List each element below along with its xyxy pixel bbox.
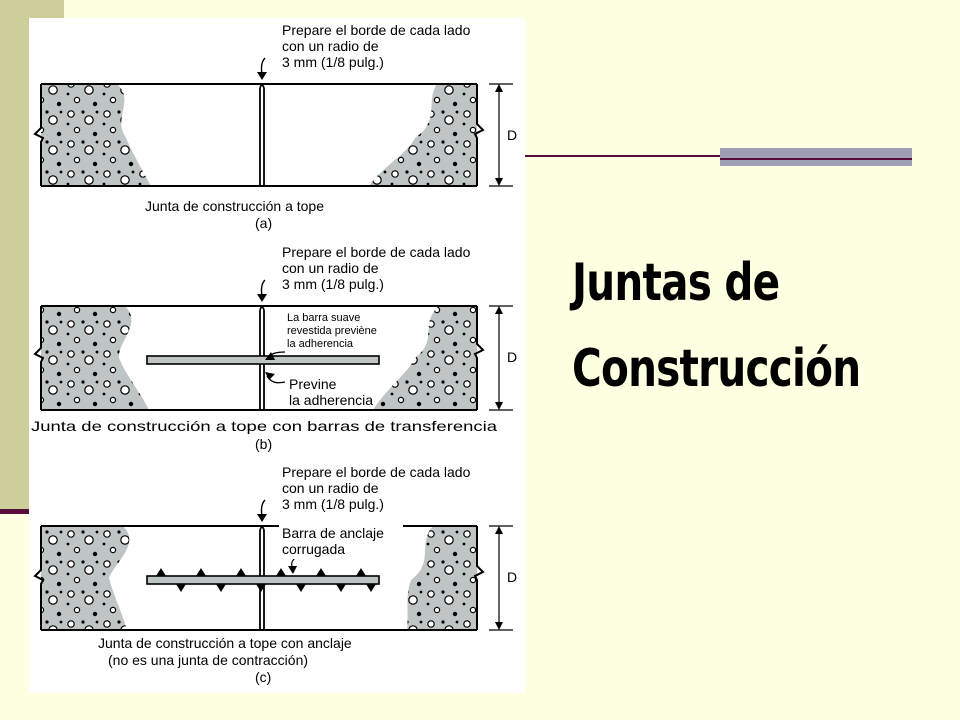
slide-title: Juntas de Construcción (572, 240, 861, 412)
slide-title-line1: Juntas de (572, 253, 780, 313)
panel-b-caption: Junta de construcción a tope con barras … (31, 418, 497, 434)
panel-c-note-line3: 3 mm (1/8 pulg.) (282, 496, 384, 512)
panel-c: D Prepare el borde de cada lado con un r… (33, 464, 517, 685)
panel-c-caption-line1: Junta de construcción a tope con anclaje (98, 635, 352, 651)
panel-b-bar-label-line1: La barra suave (287, 312, 360, 324)
panel-b-note-line3: 3 mm (1/8 pulg.) (282, 276, 384, 292)
panel-c-letter: (c) (255, 669, 271, 685)
title-divider-thin (524, 155, 912, 157)
panel-a-note-line3: 3 mm (1/8 pulg.) (282, 54, 384, 70)
panel-c-note-line1: Prepare el borde de cada lado (282, 464, 471, 480)
panel-b-letter: (b) (255, 436, 272, 452)
panel-c-note-line2: con un radio de (282, 480, 379, 496)
panel-b-note-line2: con un radio de (282, 260, 379, 276)
panel-b-depth-label: D (507, 349, 517, 365)
panel-a: D Prepare el borde de cada lado con un r… (33, 22, 517, 231)
panel-a-caption: Junta de construcción a tope (145, 198, 324, 214)
panel-b-prevent-line1: Previne (289, 376, 337, 392)
panel-b-bar-label-line3: la adherencia (287, 338, 354, 350)
panel-a-depth-label: D (507, 127, 517, 143)
panel-c-bar-label-line1: Barra de anclaje (282, 525, 384, 541)
panel-c-bar-label-line2: corrugada (282, 541, 345, 557)
panel-b: D Prepare el borde de cada lado con un r… (31, 244, 517, 452)
construction-joint-figure: D Prepare el borde de cada lado con un r… (29, 18, 525, 693)
title-divider-thick (720, 148, 912, 166)
panel-c-caption-line2: (no es una junta de contracción) (108, 652, 308, 668)
panel-b-prevent-line2: la adherencia (289, 392, 373, 408)
panel-b-bar-label-line2: revestida previène (287, 325, 377, 337)
panel-a-note-line2: con un radio de (282, 38, 379, 54)
panel-c-depth-label: D (507, 569, 517, 585)
panel-a-letter: (a) (255, 215, 272, 231)
panel-a-note-line1: Prepare el borde de cada lado (282, 22, 471, 38)
panel-b-note-line1: Prepare el borde de cada lado (282, 244, 471, 260)
slide-title-line2: Construcción (572, 339, 861, 399)
